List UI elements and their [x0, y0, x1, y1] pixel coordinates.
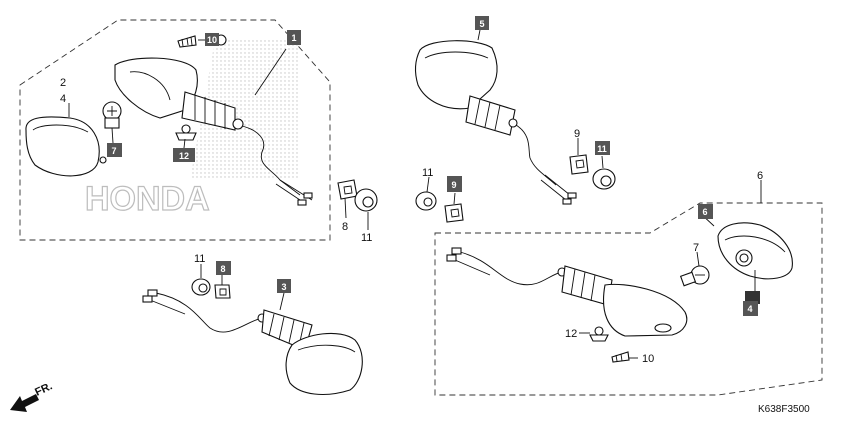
- collar-12-bottom: [589, 326, 609, 342]
- svg-text:4: 4: [747, 304, 752, 314]
- group-6-outline: [434, 202, 823, 396]
- rear-right-bulb-socket: [465, 95, 516, 136]
- rubber-nut-11-left: [415, 191, 437, 211]
- rear-left-lens: [285, 332, 363, 395]
- rubber-grommet-9-top: [569, 154, 589, 175]
- assembly-group-1: HONDA: [19, 19, 331, 241]
- box-11: 11: [595, 141, 610, 155]
- box-4: 4: [743, 291, 760, 316]
- part-number-labels: 2 4 8 11 11 9 6 7 12 10 11: [60, 77, 763, 365]
- svg-text:1: 1: [291, 33, 296, 43]
- box-12: 12: [173, 148, 195, 162]
- svg-text:5: 5: [479, 19, 484, 29]
- label-6: 6: [757, 170, 763, 182]
- label-7: 7: [693, 242, 699, 254]
- label-11-c: 11: [194, 253, 205, 265]
- box-3: 3: [277, 279, 291, 293]
- svg-text:9: 9: [451, 180, 456, 190]
- box-1: 1: [287, 30, 301, 45]
- rubber-grommet-9-left: [444, 203, 464, 223]
- screw-10-bottom: [611, 351, 630, 363]
- svg-text:7: 7: [111, 146, 116, 156]
- front-right-housing: [602, 283, 688, 337]
- assembly-group-5: [415, 40, 577, 205]
- rubber-grommet-8-mid: [214, 284, 231, 299]
- svg-text:8: 8: [220, 264, 225, 274]
- honda-watermark: HONDA: [85, 180, 210, 218]
- front-left-lens: [25, 116, 100, 177]
- rubber-nut-11-top-right: [592, 168, 616, 190]
- front-left-housing: [114, 57, 198, 119]
- group-1-outline: [19, 19, 331, 241]
- label-8: 8: [342, 221, 348, 233]
- label-4: 4: [60, 93, 66, 105]
- box-6: 6: [698, 204, 713, 219]
- front-direction-indicator: FR.: [10, 380, 54, 412]
- label-11-b: 11: [422, 167, 433, 179]
- collar-12-top: [175, 124, 197, 141]
- svg-text:12: 12: [179, 151, 189, 161]
- diagram-code: K638F3500: [758, 404, 810, 415]
- svg-text:11: 11: [597, 144, 607, 154]
- box-8: 8: [216, 261, 231, 275]
- front-right-lens: [717, 222, 793, 280]
- box-7: 7: [107, 143, 122, 157]
- front-left-bulb: [102, 101, 122, 129]
- box-10: 10: [205, 33, 219, 46]
- boxed-reference-numbers: 10 1 7 12 5 11 9 8: [107, 16, 760, 316]
- svg-text:10: 10: [207, 35, 217, 45]
- rear-right-lens: [415, 40, 498, 110]
- label-11-a: 11: [361, 232, 372, 244]
- label-12: 12: [565, 328, 577, 340]
- front-arrow-icon: [10, 394, 39, 412]
- label-10: 10: [642, 353, 654, 365]
- label-2: 2: [60, 77, 66, 89]
- assembly-group-3: [142, 289, 363, 395]
- rubber-nut-11-mid: [191, 278, 211, 296]
- svg-text:6: 6: [702, 207, 707, 217]
- box-5: 5: [475, 16, 489, 30]
- front-label: FR.: [33, 380, 54, 398]
- front-right-bulb: [679, 265, 710, 287]
- label-9: 9: [574, 128, 580, 140]
- rubber-nut-11-top: [354, 188, 378, 212]
- svg-text:3: 3: [281, 282, 286, 292]
- box-9: 9: [447, 176, 462, 192]
- rubber-grommet-8: [337, 179, 358, 200]
- assembly-group-6: [434, 202, 823, 396]
